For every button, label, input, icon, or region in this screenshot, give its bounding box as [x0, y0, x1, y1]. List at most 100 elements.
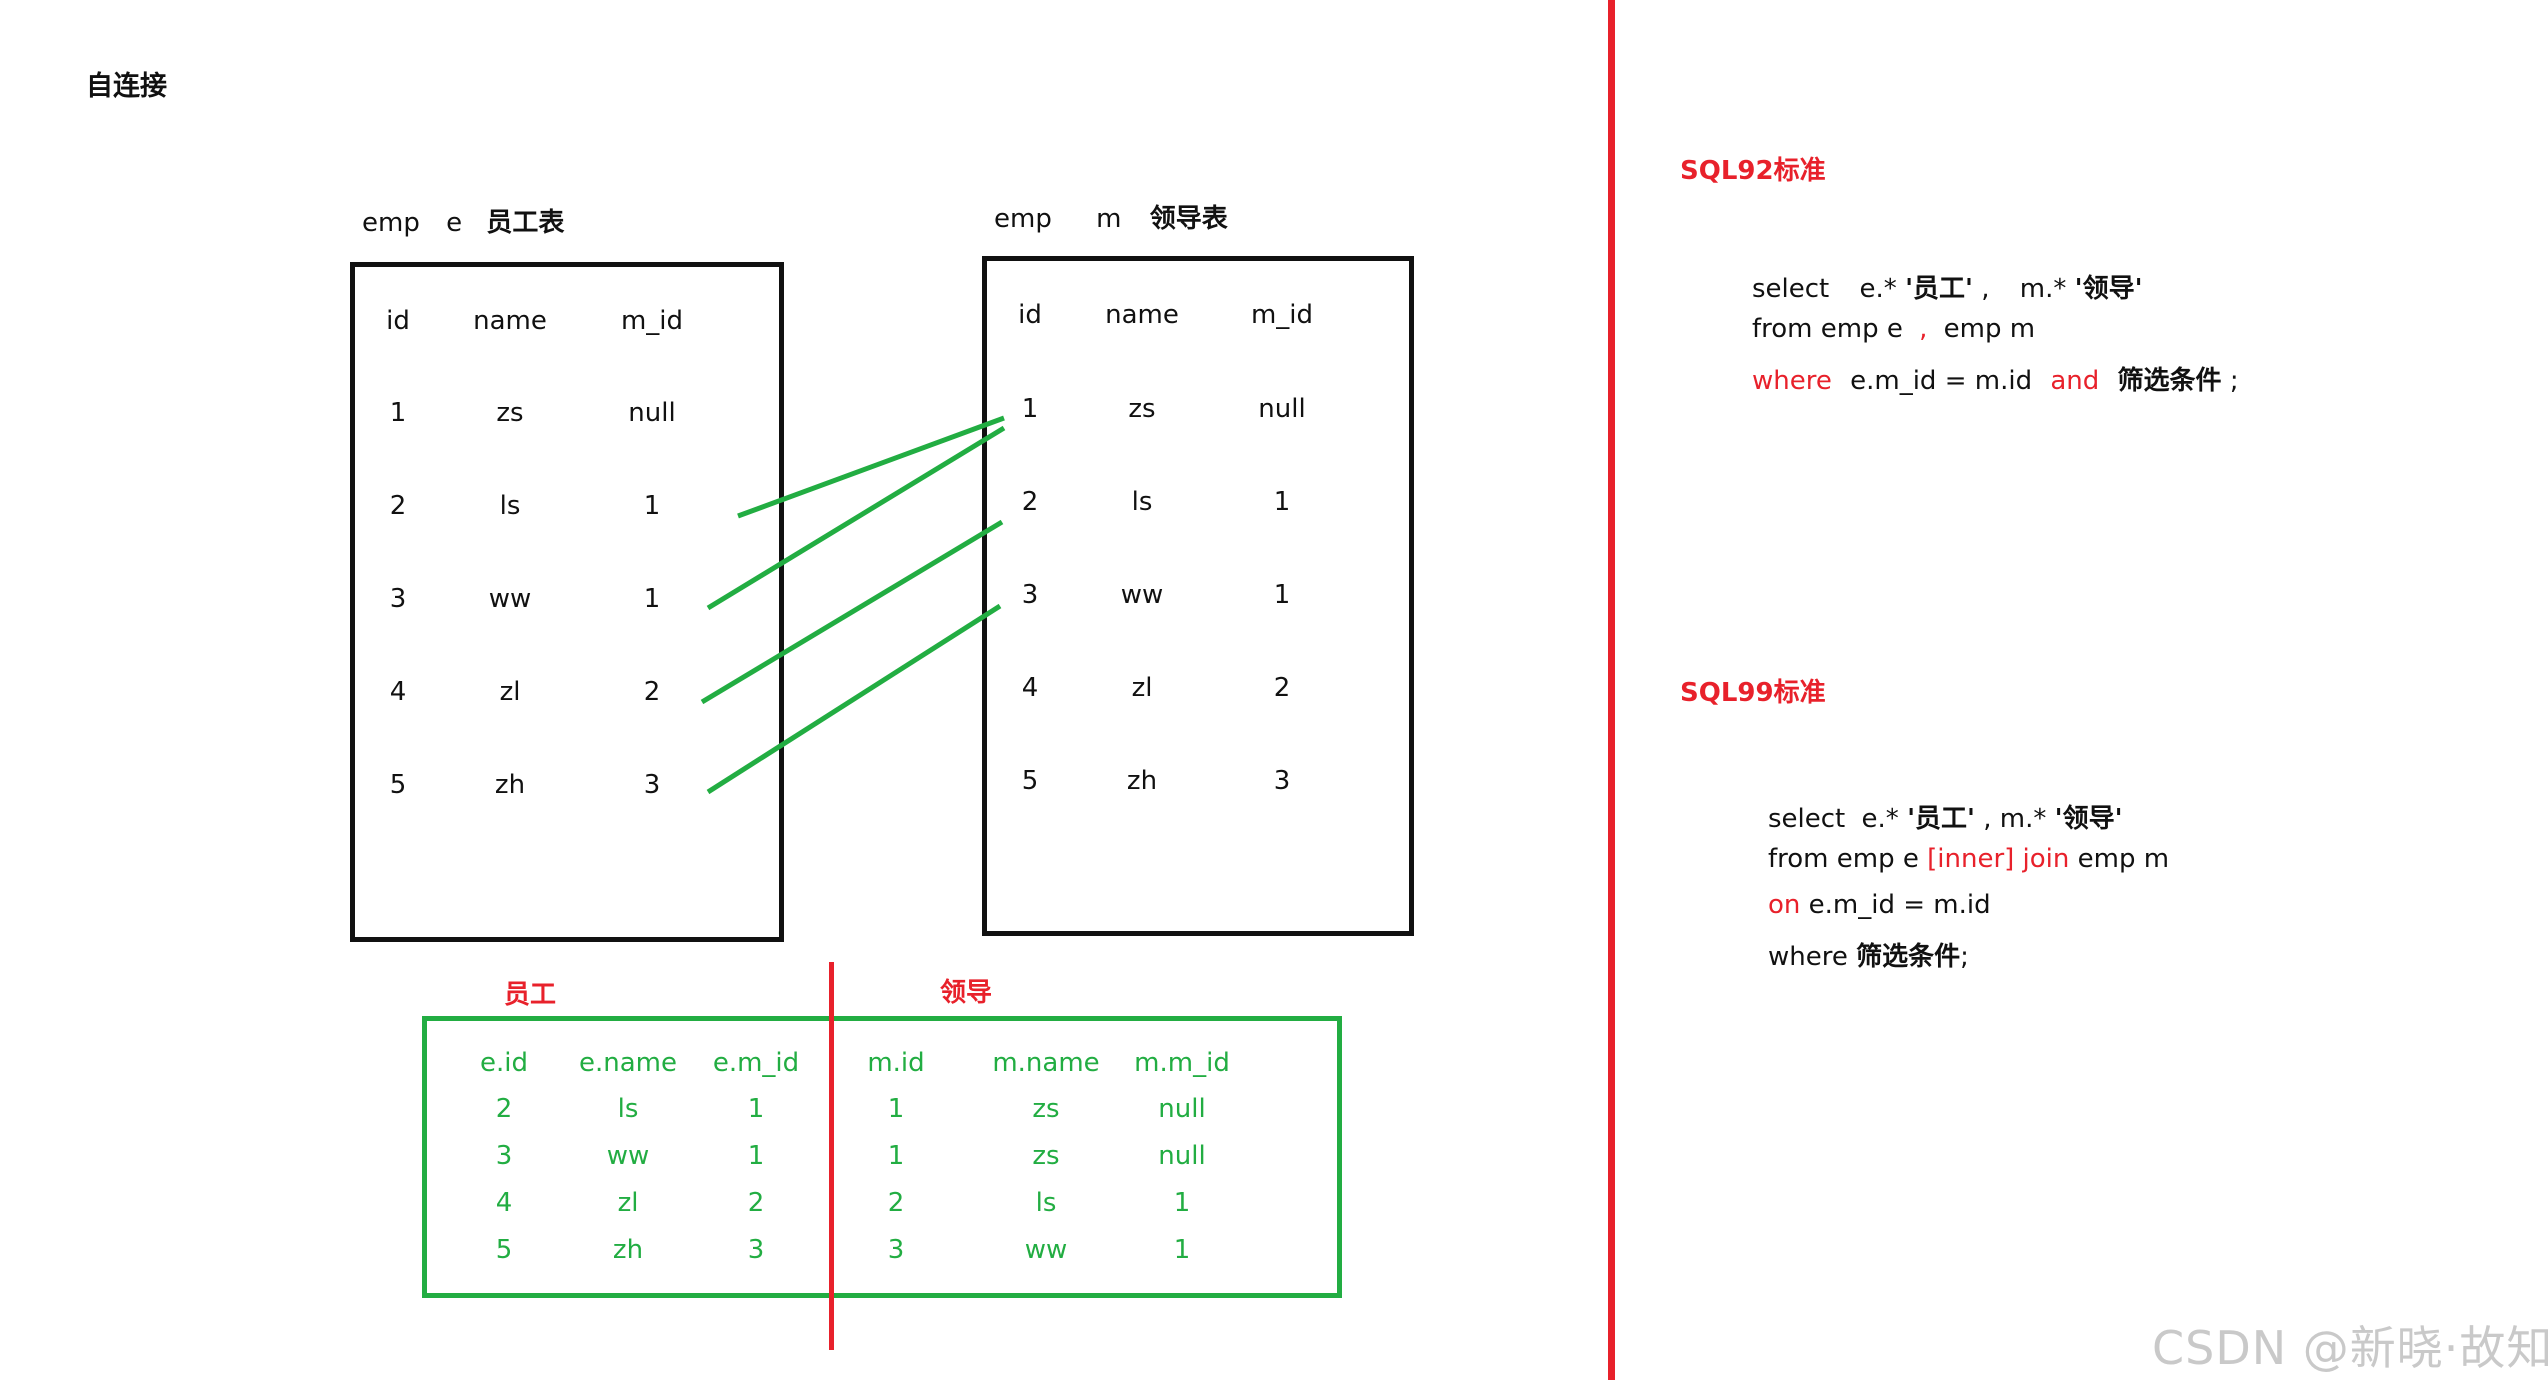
sql92-from-emp-e: from emp e	[1752, 314, 1903, 344]
result-divider-line	[829, 962, 834, 1350]
sql99-line-1: select e.* '员工' , m.* '领导'	[1768, 798, 2123, 835]
result-cell: 1	[887, 1094, 905, 1124]
table-cell: ls	[1131, 487, 1153, 517]
right-table-desc: 领导表	[1149, 204, 1228, 234]
sql92-m-star: m.*	[2019, 274, 2067, 304]
result-cell: 1	[1173, 1235, 1191, 1265]
sql99-kw-select: select	[1768, 804, 1846, 834]
sql92-alias-leader: '领导'	[2074, 274, 2143, 304]
section-divider-line	[1608, 0, 1615, 1380]
sql99-line-3: on e.m_id = m.id	[1768, 890, 1991, 920]
sql92-from-comma: ,	[1919, 314, 1928, 344]
result-cell: 3	[887, 1235, 905, 1265]
sql99-line-2: from emp e [inner] join emp m	[1768, 844, 2169, 874]
table-cell: 1	[643, 584, 661, 614]
left-table-label: emp e 员工表	[362, 202, 564, 239]
sql99-kw-where: where	[1768, 942, 1848, 972]
result-table-box	[422, 1016, 1342, 1298]
result-cell: zl	[617, 1188, 639, 1218]
result-cell: ls	[1035, 1188, 1057, 1218]
table-cell: 2	[389, 491, 407, 521]
sql92-heading: SQL92标准	[1680, 156, 1826, 186]
result-column-header: m.id	[867, 1048, 925, 1078]
table-cell: 1	[1273, 487, 1291, 517]
table-cell: zl	[1131, 673, 1153, 703]
column-header: id	[1018, 300, 1042, 330]
table-cell: zh	[494, 770, 526, 800]
table-cell: 4	[389, 677, 407, 707]
result-cell: null	[1158, 1141, 1206, 1171]
table-cell: 1	[1273, 580, 1291, 610]
right-table-box	[982, 256, 1414, 936]
result-cell: zs	[1032, 1141, 1060, 1171]
sql99-line-4: where 筛选条件;	[1768, 936, 1969, 973]
table-cell: zl	[499, 677, 521, 707]
connector-line	[706, 425, 1006, 611]
left-table-alias: e	[446, 208, 463, 238]
table-cell: zh	[1126, 766, 1158, 796]
result-cell: 2	[495, 1094, 513, 1124]
column-header: name	[1105, 300, 1179, 330]
sql92-filter: 筛选条件	[2117, 366, 2222, 396]
sql92-emp-m: emp m	[1943, 314, 2036, 344]
page-title: 自连接	[86, 71, 167, 102]
sql99-emp-m: emp m	[2077, 844, 2170, 874]
column-header: m_id	[1250, 300, 1314, 330]
result-column-header: e.name	[579, 1048, 677, 1078]
result-cell: 2	[887, 1188, 905, 1218]
result-cell: zs	[1032, 1094, 1060, 1124]
table-cell: 2	[1273, 673, 1291, 703]
table-cell: ls	[499, 491, 521, 521]
result-cell: 5	[495, 1235, 513, 1265]
sql99-m-star: , m.*	[1983, 804, 2047, 834]
sql99-alias-employee: '员工'	[1907, 804, 1975, 834]
sql99-from-emp-e: from emp e	[1768, 844, 1919, 874]
table-cell: 1	[643, 491, 661, 521]
table-cell: 3	[1021, 580, 1039, 610]
column-header: id	[386, 306, 410, 336]
left-table-desc: 员工表	[486, 208, 565, 238]
sql92-kw-select: select	[1752, 274, 1830, 304]
result-cell: 1	[747, 1094, 765, 1124]
sql99-e-star: e.*	[1861, 804, 1899, 834]
result-cell: 1	[887, 1141, 905, 1171]
result-cell: ls	[617, 1094, 639, 1124]
sql99-semicolon: ;	[1960, 942, 1969, 972]
right-table-label: emp m 领导表	[994, 198, 1228, 235]
table-cell: 2	[643, 677, 661, 707]
sql99-heading: SQL99标准	[1680, 678, 1826, 708]
result-cell: 2	[747, 1188, 765, 1218]
table-cell: zs	[1128, 394, 1156, 424]
result-column-header: e.m_id	[712, 1048, 800, 1078]
table-cell: null	[628, 398, 676, 428]
result-cell: ww	[1024, 1235, 1068, 1265]
sql92-comma: ,	[1981, 274, 1990, 304]
result-label-employee: 员工	[504, 980, 557, 1010]
column-header: m_id	[620, 306, 684, 336]
table-cell: 1	[1021, 394, 1039, 424]
result-cell: null	[1158, 1094, 1206, 1124]
result-cell: 1	[747, 1141, 765, 1171]
sql92-e-star: e.*	[1859, 274, 1897, 304]
sql99-filter: 筛选条件	[1856, 942, 1961, 972]
result-cell: zh	[612, 1235, 644, 1265]
table-cell: 4	[1021, 673, 1039, 703]
connector-line	[706, 603, 1002, 795]
table-cell: 2	[1021, 487, 1039, 517]
result-column-header: m.name	[992, 1048, 1100, 1078]
sql92-kw-where: where	[1752, 366, 1832, 396]
sql99-inner-join: [inner] join	[1927, 844, 2070, 874]
table-cell: ww	[1120, 580, 1164, 610]
left-table-name: emp	[362, 208, 420, 238]
sql92-line-1: select e.* '员工' , m.* '领导'	[1752, 268, 2143, 305]
sql92-alias-employee: '员工'	[1905, 274, 1973, 304]
table-cell: 5	[389, 770, 407, 800]
result-label-leader: 领导	[940, 978, 993, 1008]
table-cell: 3	[643, 770, 661, 800]
sql99-join-condition: e.m_id = m.id	[1808, 890, 1991, 920]
result-cell: 3	[495, 1141, 513, 1171]
table-cell: 3	[389, 584, 407, 614]
sql92-line-3: where e.m_id = m.id and 筛选条件 ;	[1752, 360, 2239, 397]
column-header: name	[473, 306, 547, 336]
table-cell: 5	[1021, 766, 1039, 796]
